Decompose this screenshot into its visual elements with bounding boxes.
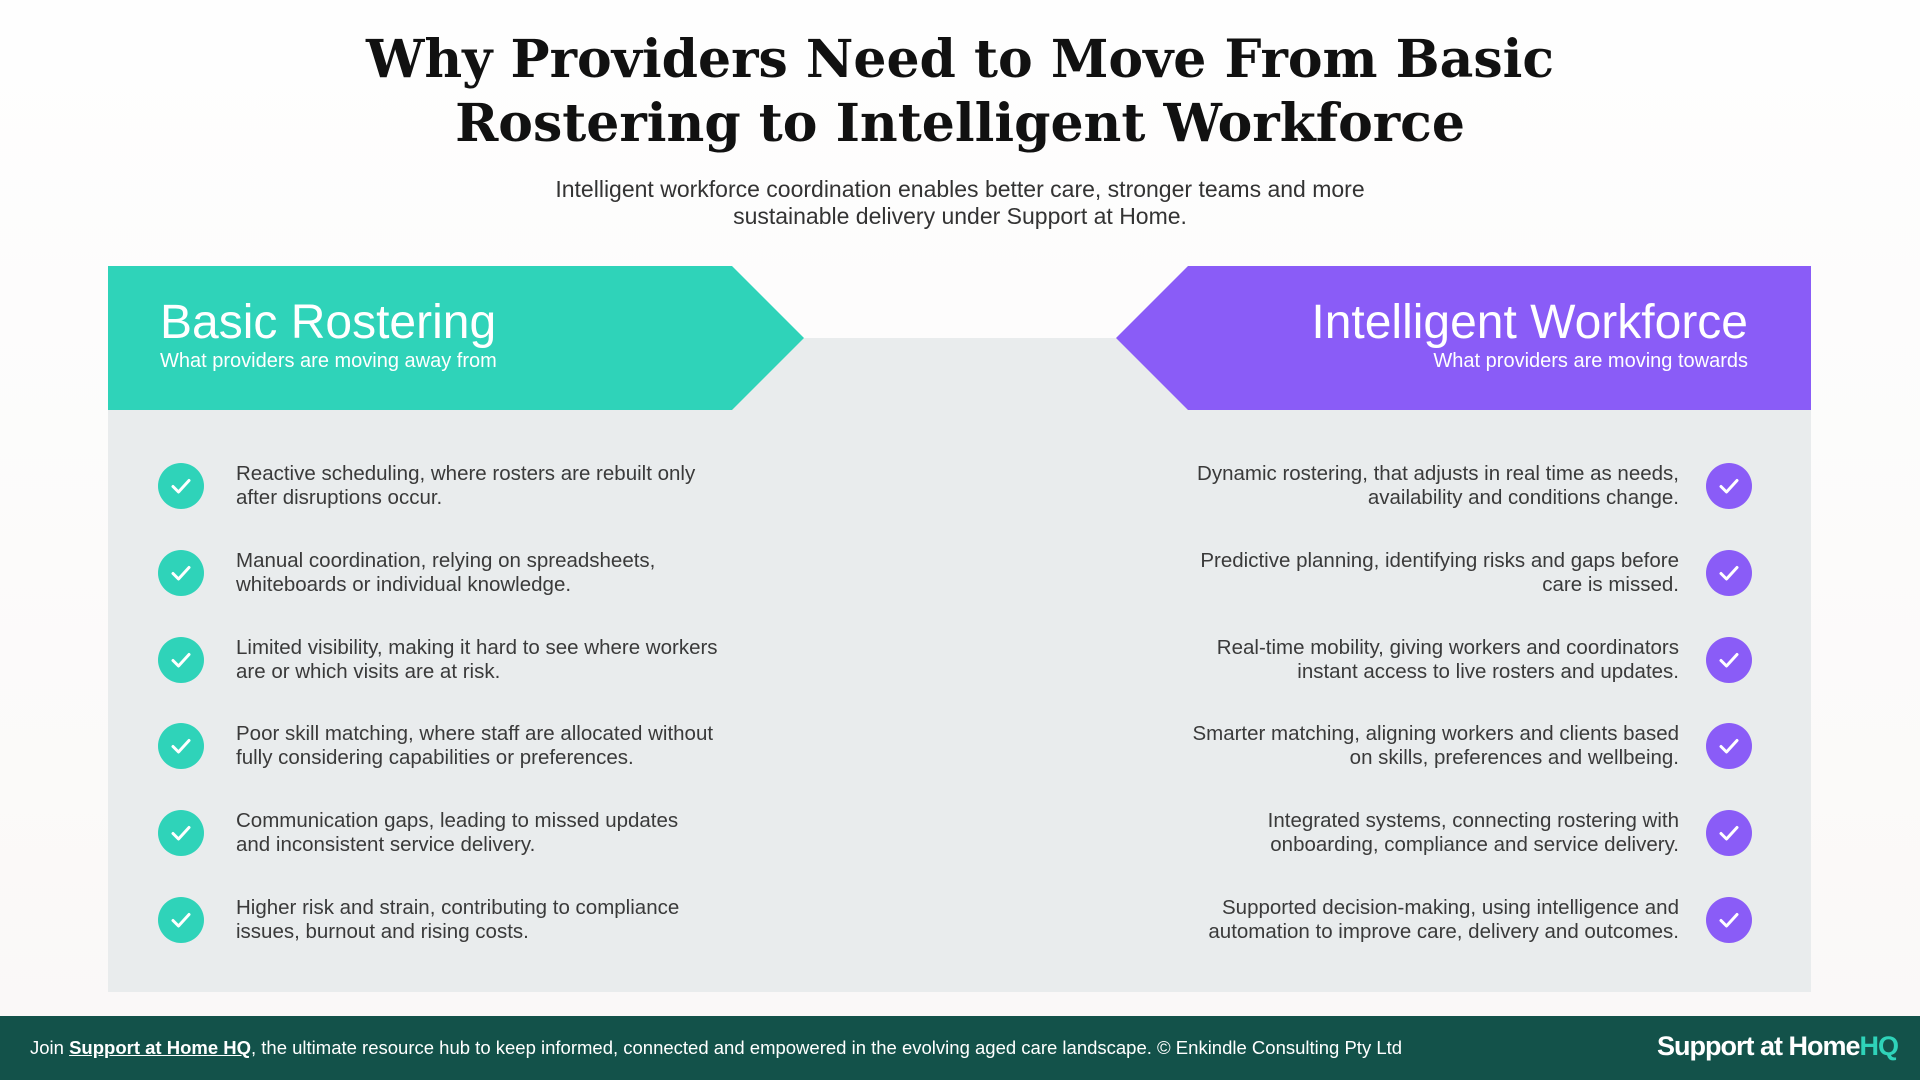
intelligent-list-item: Dynamic rostering, that adjusts in real … <box>1190 446 1752 526</box>
subtitle-line-2: sustainable delivery under Support at Ho… <box>733 203 1187 229</box>
basic-list-item: Manual coordination, relying on spreadsh… <box>158 533 718 613</box>
basic-list-item: Higher risk and strain, contributing to … <box>158 880 718 960</box>
list-item-text: Integrated systems, connecting rostering… <box>1267 809 1679 856</box>
check-circle-icon <box>1706 463 1752 509</box>
list-item-text: Predictive planning, identifying risks a… <box>1200 549 1679 596</box>
check-circle-icon <box>1706 810 1752 856</box>
footer-prefix: Join <box>30 1037 70 1058</box>
list-item-text: Limited visibility, making it hard to se… <box>236 636 718 683</box>
comparison-panel <box>108 338 1811 992</box>
basic-rostering-subheading: What providers are moving away from <box>160 350 497 372</box>
footer: Join Support at Home HQ, the ultimate re… <box>0 1016 1920 1080</box>
basic-list-item: Communication gaps, leading to missed up… <box>158 793 718 873</box>
basic-list-item: Poor skill matching, where staff are all… <box>158 706 718 786</box>
page-title: Why Providers Need to Move From Basic Ro… <box>0 28 1920 156</box>
check-circle-icon <box>158 637 204 683</box>
basic-rostering-banner: Basic Rostering What providers are movin… <box>108 266 804 410</box>
basic-list-item: Reactive scheduling, where rosters are r… <box>158 446 718 526</box>
list-item-text: Poor skill matching, where staff are all… <box>236 722 714 769</box>
logo-main: Support at Home <box>1656 1031 1861 1061</box>
list-item-text: Supported decision-making, using intelli… <box>1208 896 1679 943</box>
check-circle-icon <box>158 810 204 856</box>
intelligent-list-item: Supported decision-making, using intelli… <box>1190 880 1752 960</box>
check-circle-icon <box>158 463 204 509</box>
check-circle-icon <box>1706 723 1752 769</box>
intelligent-list-item: Predictive planning, identifying risks a… <box>1190 533 1752 613</box>
intelligent-list-item: Smarter matching, aligning workers and c… <box>1190 706 1752 786</box>
check-circle-icon <box>158 723 204 769</box>
list-item-text: Dynamic rostering, that adjusts in real … <box>1197 462 1679 509</box>
page-subtitle: Intelligent workforce coordination enabl… <box>0 176 1920 230</box>
check-circle-icon <box>1706 550 1752 596</box>
intelligent-list-item: Real-time mobility, giving workers and c… <box>1190 620 1752 700</box>
check-circle-icon <box>158 897 204 943</box>
intelligent-workforce-subheading: What providers are moving towards <box>1433 350 1748 372</box>
intelligent-workforce-banner: Intelligent Workforce What providers are… <box>1116 266 1811 410</box>
intelligent-workforce-heading: Intelligent Workforce <box>1311 296 1748 349</box>
check-circle-icon <box>1706 897 1752 943</box>
basic-rostering-heading: Basic Rostering <box>160 296 497 349</box>
check-circle-icon <box>158 550 204 596</box>
list-item-text: Real-time mobility, giving workers and c… <box>1216 636 1679 683</box>
footer-text: Join Support at Home HQ, the ultimate re… <box>30 1037 1402 1059</box>
subtitle-line-1: Intelligent workforce coordination enabl… <box>555 176 1365 202</box>
support-at-home-hq-logo: Support at HomeHQ <box>1656 1031 1899 1062</box>
intelligent-list-item: Integrated systems, connecting rostering… <box>1190 793 1752 873</box>
list-item-text: Smarter matching, aligning workers and c… <box>1192 722 1679 769</box>
list-item-text: Reactive scheduling, where rosters are r… <box>236 462 696 509</box>
title-line-1: Why Providers Need to Move From Basic <box>365 29 1555 90</box>
logo-accent: HQ <box>1859 1031 1899 1061</box>
support-at-home-hq-link[interactable]: Support at Home HQ <box>69 1037 251 1058</box>
list-item-text: Manual coordination, relying on spreadsh… <box>236 549 656 596</box>
list-item-text: Communication gaps, leading to missed up… <box>236 809 679 856</box>
title-line-2: Rostering to Intelligent Workforce <box>455 93 1465 154</box>
footer-suffix: , the ultimate resource hub to keep info… <box>251 1037 1403 1058</box>
basic-list-item: Limited visibility, making it hard to se… <box>158 620 718 700</box>
list-item-text: Higher risk and strain, contributing to … <box>236 896 680 943</box>
check-circle-icon <box>1706 637 1752 683</box>
